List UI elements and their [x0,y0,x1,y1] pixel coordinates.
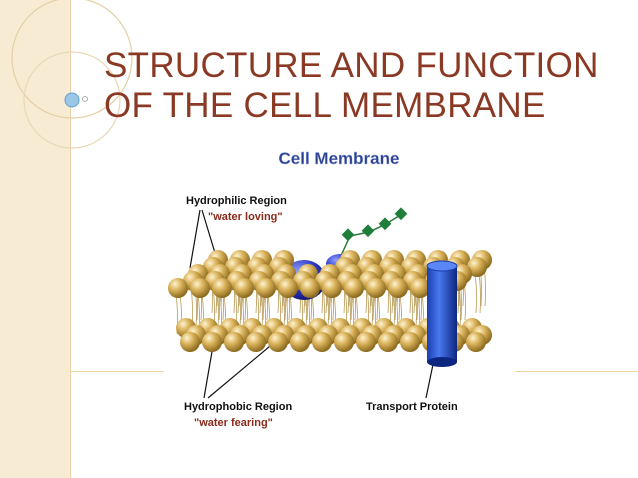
phospholipid-head [268,332,288,352]
phospholipid-head [256,278,276,298]
phospholipid-head [278,278,298,298]
hydrophilic-sublabel: "water loving" [208,211,283,223]
glycoprotein-chain [339,207,408,259]
phospholipid-head [168,278,188,298]
hydrophilic-label: Hydrophilic Region [186,195,287,207]
top-phospholipid-heads [168,250,492,298]
phospholipid-head [356,332,376,352]
hydrophobic-label: Hydrophobic Region [184,401,292,413]
phospholipid-head [334,332,354,352]
decorative-circles [11,0,133,149]
phospholipid-head [388,278,408,298]
phospholipid-head [212,278,232,298]
divider-right [515,371,638,372]
phospholipid-head [300,278,320,298]
diagram-heading: Cell Membrane [279,149,400,168]
phospholipid-head [312,332,332,352]
phospholipid-head [234,278,254,298]
membrane-illustration: Cell Membrane Hydrophilic Region "water … [168,149,492,429]
slide-title: STRUCTURE AND FUNCTION OF THE CELL MEMBR… [104,46,624,126]
phospholipid-head [322,278,342,298]
phospholipid-head [344,278,364,298]
hydrophobic-sublabel: "water fearing" [194,417,273,429]
phospholipid-head [202,332,222,352]
title-line-2: OF THE CELL MEMBRANE [104,86,546,125]
phospholipid-head [224,332,244,352]
cell-membrane-diagram: Cell Membrane Hydrophilic Region "water … [164,140,514,440]
phospholipid-head [467,257,487,277]
phospholipid-head [246,332,266,352]
phospholipid-head [410,278,430,298]
phospholipid-head [190,278,210,298]
phospholipid-head [180,332,200,352]
divider-left [70,371,165,372]
phospholipid-head [466,332,486,352]
phospholipid-head [378,332,398,352]
lipid-tail [478,272,481,314]
transport-protein [426,260,458,367]
slide-left-band [0,0,71,478]
phospholipid-head [290,332,310,352]
title-line-1: STRUCTURE AND FUNCTION [104,46,599,85]
phospholipid-head [400,332,420,352]
phospholipid-head [366,278,386,298]
transport-protein-label: Transport Protein [366,401,458,413]
lipid-tail [474,272,477,314]
